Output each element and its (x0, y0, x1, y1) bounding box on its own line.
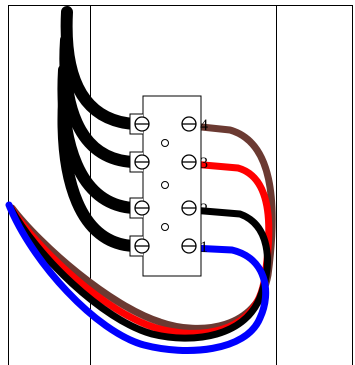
wire-blue-path (5, 201, 270, 354)
terminal-label-4: 4 (200, 117, 208, 134)
common-wire-3 (59, 34, 140, 168)
terminal-label-3: 3 (200, 155, 208, 172)
wire-black-path (6, 203, 271, 342)
screw-right-2 (181, 200, 197, 216)
screw-left-1 (134, 238, 150, 254)
wire-black (6, 203, 271, 342)
mounting-hole-3 (161, 223, 169, 231)
terminal-label-2: 2 (200, 201, 208, 218)
screw-left-4 (134, 116, 150, 132)
screw-left-3 (134, 154, 150, 170)
screw-left-2 (134, 200, 150, 216)
panel-frame (8, 5, 353, 365)
mounting-hole-2 (161, 181, 169, 189)
screw-right-3 (181, 154, 197, 170)
common-wire-1 (57, 94, 140, 252)
mounting-hole-1 (161, 139, 169, 147)
screw-right-4 (181, 116, 197, 132)
terminal-label-1: 1 (200, 239, 208, 256)
terminal-block: 4 3 2 1 (129, 95, 208, 277)
common-wire-bundle (57, 6, 140, 252)
screw-right-1 (181, 238, 197, 254)
wire-blue (5, 201, 270, 354)
common-wire-4 (60, 6, 140, 130)
